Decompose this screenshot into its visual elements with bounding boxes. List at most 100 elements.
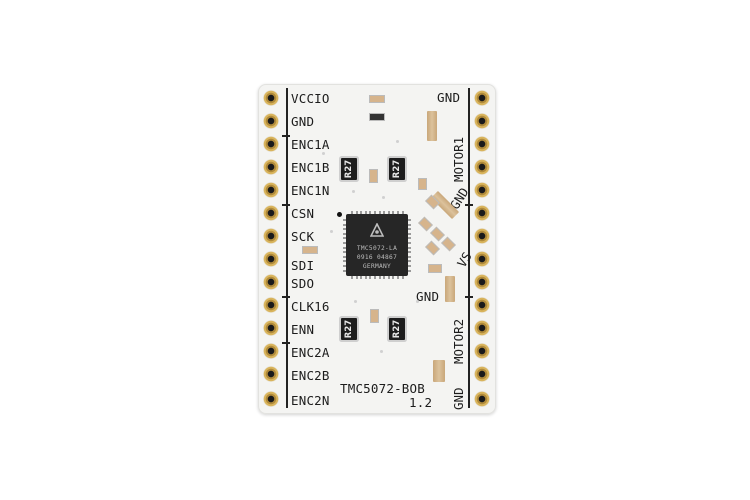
- chip-pad: [360, 211, 363, 214]
- chip-pad: [387, 276, 390, 279]
- via: [382, 196, 385, 199]
- pin1-marker: [337, 212, 342, 217]
- pin-label-csn: CSN: [291, 206, 315, 221]
- chip-pad: [343, 242, 346, 244]
- smd-component: [302, 246, 318, 254]
- smd-component: [369, 95, 385, 103]
- chip-pad: [369, 211, 372, 214]
- trinamic-logo-icon: [370, 223, 384, 237]
- pin-hole: [263, 182, 279, 198]
- chip-pad: [408, 223, 411, 226]
- pin-hole: [263, 136, 279, 152]
- smd-component: [428, 264, 442, 273]
- pin-hole: [474, 159, 490, 175]
- chip-pad: [408, 237, 411, 240]
- motor2-label: MOTOR2: [451, 318, 466, 364]
- chip-pad: [378, 276, 381, 279]
- resistor: R27: [341, 318, 357, 340]
- pin-hole: [474, 391, 490, 407]
- pin-label-gnd: GND: [291, 114, 315, 129]
- via: [380, 350, 383, 353]
- chip-pad: [401, 211, 404, 214]
- via: [396, 140, 399, 143]
- chip-pad: [343, 237, 346, 240]
- chip-pad: [378, 211, 381, 214]
- via: [416, 300, 419, 303]
- chip-pad: [408, 255, 411, 258]
- pin-label-enc2a: ENC2A: [291, 345, 330, 360]
- driver-ic: TMC5072-LA 0916 04867 GERMANY: [343, 211, 411, 279]
- smd-component: [369, 169, 378, 183]
- pin-label-sdo: SDO: [291, 276, 315, 291]
- via: [354, 300, 357, 303]
- chip-pad: [343, 223, 346, 226]
- pin-label-sdi: SDI: [291, 258, 315, 273]
- chip-pad: [343, 265, 346, 267]
- pin-hole: [474, 90, 490, 106]
- chip-pad: [408, 246, 411, 249]
- pin-hole: [263, 251, 279, 267]
- chip-origin: GERMANY: [362, 263, 392, 270]
- chip-pad: [408, 242, 411, 244]
- pin-hole: [263, 274, 279, 290]
- silkscreen-line: [465, 296, 473, 298]
- chip-pad: [408, 269, 411, 272]
- chip-pad: [408, 260, 411, 263]
- pin-hole: [474, 297, 490, 313]
- silkscreen-line: [282, 342, 290, 344]
- pin-hole: [263, 391, 279, 407]
- chip-pad: [401, 276, 404, 279]
- pin-hole: [263, 113, 279, 129]
- pin-hole: [263, 320, 279, 336]
- pin-hole: [474, 205, 490, 221]
- pin-label-enc2b: ENC2B: [291, 368, 330, 383]
- pin-hole: [263, 90, 279, 106]
- chip-pad: [360, 276, 363, 279]
- chip-pad: [397, 276, 399, 279]
- chip-pad: [397, 211, 399, 214]
- smd-component: [369, 113, 385, 121]
- via: [322, 152, 325, 155]
- pin-hole: [474, 182, 490, 198]
- pin-hole: [263, 297, 279, 313]
- pin-label-sck: SCK: [291, 229, 315, 244]
- via: [352, 190, 355, 193]
- chip-pad: [374, 276, 376, 279]
- pin-hole: [263, 228, 279, 244]
- resistor: R27: [389, 318, 405, 340]
- capacitor: [445, 276, 455, 302]
- chip-pad: [351, 276, 353, 279]
- chip-lot-code: 0916 04867: [356, 254, 398, 261]
- pin-hole: [263, 343, 279, 359]
- chip-pad: [408, 228, 411, 231]
- chip-pad: [408, 232, 411, 235]
- resistor-label: R27: [392, 319, 402, 339]
- chip-pad: [369, 276, 372, 279]
- chip-pad: [343, 269, 346, 272]
- pin-hole: [263, 205, 279, 221]
- pin-label-enc1b: ENC1B: [291, 160, 330, 175]
- chip-pad: [343, 219, 346, 221]
- pin-label-vccio: VCCIO: [291, 91, 330, 106]
- resistor-label: R27: [344, 159, 354, 179]
- pin-label-enn: ENN: [291, 322, 315, 337]
- chip-pad: [387, 211, 390, 214]
- chip-pad: [408, 251, 411, 254]
- pin-label-gnd-top: GND: [437, 90, 461, 105]
- pin-hole: [474, 274, 490, 290]
- pin-label-enc1n: ENC1N: [291, 183, 330, 198]
- via: [330, 230, 333, 233]
- resistor: R27: [341, 158, 357, 180]
- resistor-label: R27: [344, 319, 354, 339]
- chip-pad: [343, 251, 346, 254]
- pin-hole: [474, 228, 490, 244]
- pin-label-clk16: CLK16: [291, 299, 330, 314]
- pin-hole: [263, 159, 279, 175]
- pin-hole: [474, 113, 490, 129]
- silkscreen-line: [282, 204, 290, 206]
- pin-label-enc2n: ENC2N: [291, 393, 330, 408]
- chip-pad: [392, 211, 395, 214]
- chip-pad: [343, 260, 346, 263]
- chip-pad: [392, 276, 395, 279]
- silkscreen-line: [286, 88, 288, 408]
